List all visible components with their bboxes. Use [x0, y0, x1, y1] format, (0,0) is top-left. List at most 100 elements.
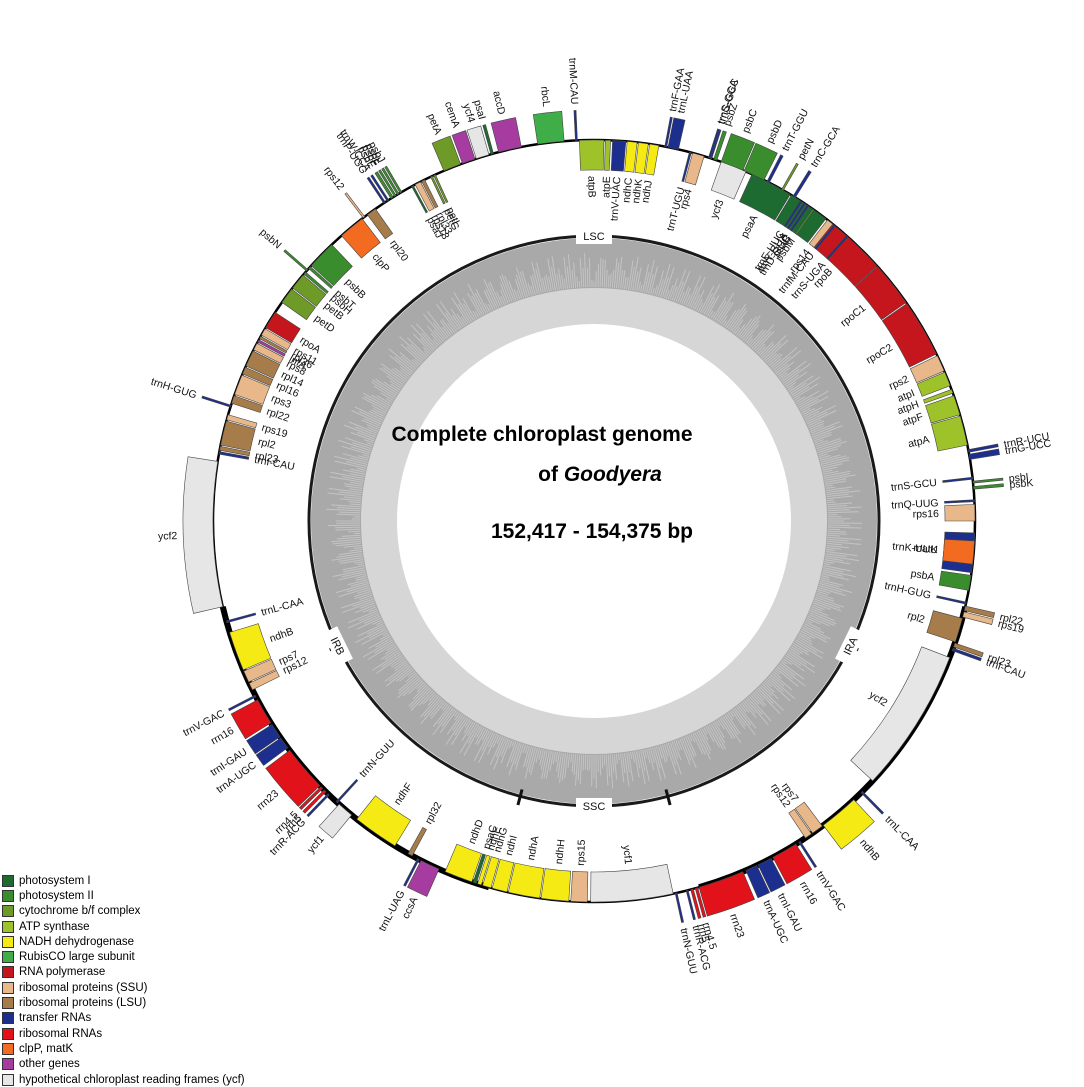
gene-block-petl: [433, 174, 449, 204]
gene-block-atpb: [579, 139, 605, 171]
gene-label-rpl23: rpl23: [254, 450, 279, 466]
gene-block-trni-gau: [757, 857, 786, 893]
region-label-ssc: SSC: [583, 801, 606, 813]
gene-label-ndhj: ndhJ: [640, 179, 655, 203]
gene-label-trnv-uac: trnV-UAC: [608, 176, 623, 221]
gene-block-petg: [430, 175, 446, 205]
gene-block-trnq-uug: [944, 499, 975, 504]
gene-block-rps12: [788, 808, 812, 839]
gene-block-psbt: [308, 266, 334, 289]
gene-label-rpl20: rpl20: [387, 238, 410, 264]
gene-block-rrn16: [772, 843, 813, 885]
legend-item: ATP synthase: [2, 919, 302, 934]
gene-block-trng-ucc: [968, 448, 1000, 460]
legend-label: photosystem I: [19, 874, 91, 887]
legend-swatch: [2, 981, 14, 994]
gene-block-atpi: [916, 371, 951, 397]
gene-label-ycf2: ycf2: [867, 689, 890, 709]
gene-block-accd: [490, 117, 522, 153]
gene-label-rrn16: rrn16: [797, 879, 820, 906]
region-label-lsc: LSC: [583, 231, 604, 243]
gene-label-trns-gga: trnS-GGA: [715, 78, 740, 126]
gene-label-atpb: atpB: [585, 176, 597, 198]
legend-label: ribosomal proteins (SSU): [19, 981, 148, 994]
legend-item: transfer RNAs: [2, 1011, 302, 1026]
gene-block-petd: [281, 288, 316, 321]
gene-block-psbd: [743, 142, 778, 181]
gene-block-trnv-gac: [228, 694, 257, 712]
gene-block-trnh-gug: [936, 595, 967, 605]
gene-block-rrn23: [265, 749, 321, 807]
gene-block-trnl-uaa: [667, 117, 686, 150]
gene-label-trnq-uug: trnQ-UUG: [891, 497, 939, 511]
gene-block-ndhf: [356, 795, 412, 847]
region-label-bg: [322, 626, 353, 666]
gene-block-ndha: [507, 862, 545, 899]
gene-block-trna-ugc: [255, 737, 289, 766]
gene-block-psbj: [384, 165, 403, 194]
legend-swatch: [2, 889, 14, 902]
legend-swatch: [2, 997, 14, 1010]
gene-block-psbi: [972, 477, 1004, 484]
gene-block-rps16: [944, 504, 976, 522]
gene-label-trnh-gug: trnH-GUG: [149, 376, 198, 402]
gene-block-psbm: [794, 208, 815, 235]
gene-label-trnl-caa: trnL-CAA: [260, 596, 305, 619]
gene-block-trnt-ugu: [681, 151, 692, 183]
legend-swatch: [2, 1012, 14, 1025]
legend-swatch: [2, 905, 14, 918]
gene-block-ndhe: [477, 854, 491, 886]
gene-block-psbb: [310, 244, 353, 287]
legend-label: RubisCO large subunit: [19, 951, 135, 964]
legend-item: NADH dehydrogenase: [2, 934, 302, 949]
gene-block-psac: [472, 853, 486, 884]
gene-block-trnfm-cau: [814, 224, 836, 250]
title-prefix: of: [538, 463, 564, 486]
gene-block-trni-cau: [218, 451, 250, 460]
gene-block-rrn4.5: [298, 786, 324, 811]
gene-block-rps7: [794, 801, 823, 834]
legend-swatch: [2, 935, 14, 948]
gene-block-atpa: [931, 415, 968, 452]
gene-block-clpp: [341, 218, 381, 259]
gene-block-ndhh: [540, 868, 572, 902]
center-title: Complete chloroplast genome of Goodyera …: [391, 423, 693, 543]
gene-block-rps12: [344, 192, 366, 219]
gene-block-trnn-guu: [674, 892, 685, 923]
legend-label: photosystem II: [19, 889, 94, 902]
gene-block-trny-gua: [786, 202, 806, 230]
gc-content-ring: [311, 238, 877, 804]
gene-block-trni-cau: [951, 647, 982, 662]
legend-swatch: [2, 966, 14, 979]
gene-block-rpoc1: [854, 266, 907, 321]
region-label-bg: [576, 228, 612, 244]
gene-label-atpe: atpE: [600, 176, 613, 198]
gene-label-psai: psaI: [471, 99, 488, 121]
gene-block-trnr-ucu: [967, 443, 999, 453]
legend-swatch: [2, 1042, 14, 1055]
gene-block-atpf: [925, 395, 961, 424]
gene-label-ndha: ndhA: [525, 835, 541, 861]
legend-item: photosystem II: [2, 888, 302, 903]
legend-swatch: [2, 1058, 14, 1071]
gene-label-rpl22: rpl22: [998, 611, 1024, 628]
gene-block-rpl20: [366, 208, 394, 240]
gene-label-atpa: atpA: [907, 434, 931, 451]
gene-label-ndhb: ndhB: [268, 625, 295, 645]
gene-block-ycf1: [590, 863, 674, 903]
gene-label-trnh-gug: trnH-GUG: [883, 580, 932, 602]
gene-block-rpl22: [963, 605, 995, 619]
legend-item: other genes: [2, 1057, 302, 1072]
gene-block-psba: [938, 570, 972, 591]
gene-block-trnv-gac: [798, 840, 818, 869]
gene-block-trnw-cca: [370, 174, 390, 202]
gene-block-psbn: [283, 249, 309, 272]
gene-label-ndhk: ndhK: [630, 178, 645, 204]
gene-label-ycf1: ycf1: [305, 833, 327, 856]
gene-block-petb: [292, 274, 327, 307]
gene-block-ycf2: [850, 646, 951, 782]
gene-label-rpoc2: rpoC2: [864, 342, 895, 367]
legend-item: hypothetical chloroplast reading frames …: [2, 1072, 302, 1087]
legend-item: photosystem I: [2, 873, 302, 888]
gene-block-peta: [431, 135, 461, 172]
